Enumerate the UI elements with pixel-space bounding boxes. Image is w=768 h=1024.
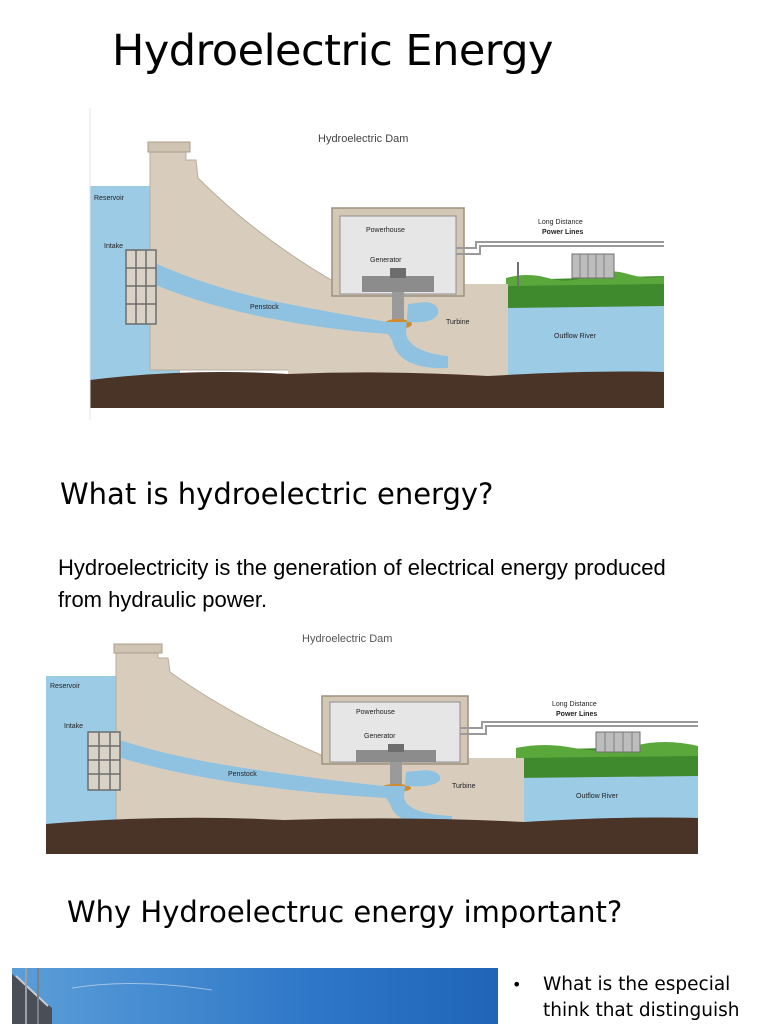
- reservoir-label: Reservoir: [94, 195, 125, 202]
- hydroelectric-dam-diagram-2: Hydroelectric Dam Reservoir Intake Penst…: [46, 633, 698, 854]
- diagram-title: Hydroelectric Dam: [318, 133, 408, 145]
- turbine-label-2: Turbine: [452, 783, 476, 790]
- dam-photo: [12, 968, 498, 1024]
- turbine-label: Turbine: [446, 319, 470, 326]
- hydroelectric-dam-diagram: Hydroelectric Dam Reservoir Intake Penst…: [89, 108, 664, 420]
- definition-text: Hydroelectricity is the generation of el…: [58, 555, 666, 612]
- intake-label-2: Intake: [64, 723, 83, 730]
- diagram-title-2: Hydroelectric Dam: [302, 633, 392, 645]
- power-lines-label-1: Long Distance: [538, 219, 583, 226]
- bullet-dot: •: [512, 975, 522, 994]
- powerhouse-label: Powerhouse: [366, 227, 405, 234]
- penstock-label: Penstock: [250, 304, 279, 311]
- bullet-text: What is the especial think that distingu…: [543, 974, 740, 1021]
- outflow-river-label-2: Outflow River: [576, 793, 619, 800]
- power-lines-label-2a: Long Distance: [552, 701, 597, 708]
- question-what-is: What is hydroelectric energy?: [60, 477, 494, 511]
- generator-label: Generator: [370, 257, 402, 264]
- page-title: Hydroelectric Energy: [112, 26, 553, 76]
- intake-label: Intake: [104, 243, 123, 250]
- powerhouse-label-2: Powerhouse: [356, 709, 395, 716]
- penstock-label-2: Penstock: [228, 771, 257, 778]
- reservoir-label-2: Reservoir: [50, 683, 81, 690]
- power-lines-label-2b: Power Lines: [556, 711, 597, 718]
- question-why-important: Why Hydroelectruc energy important?: [67, 895, 623, 929]
- outflow-river-label: Outflow River: [554, 333, 597, 340]
- generator-label-2: Generator: [364, 733, 396, 740]
- power-lines-label-2: Power Lines: [542, 229, 583, 236]
